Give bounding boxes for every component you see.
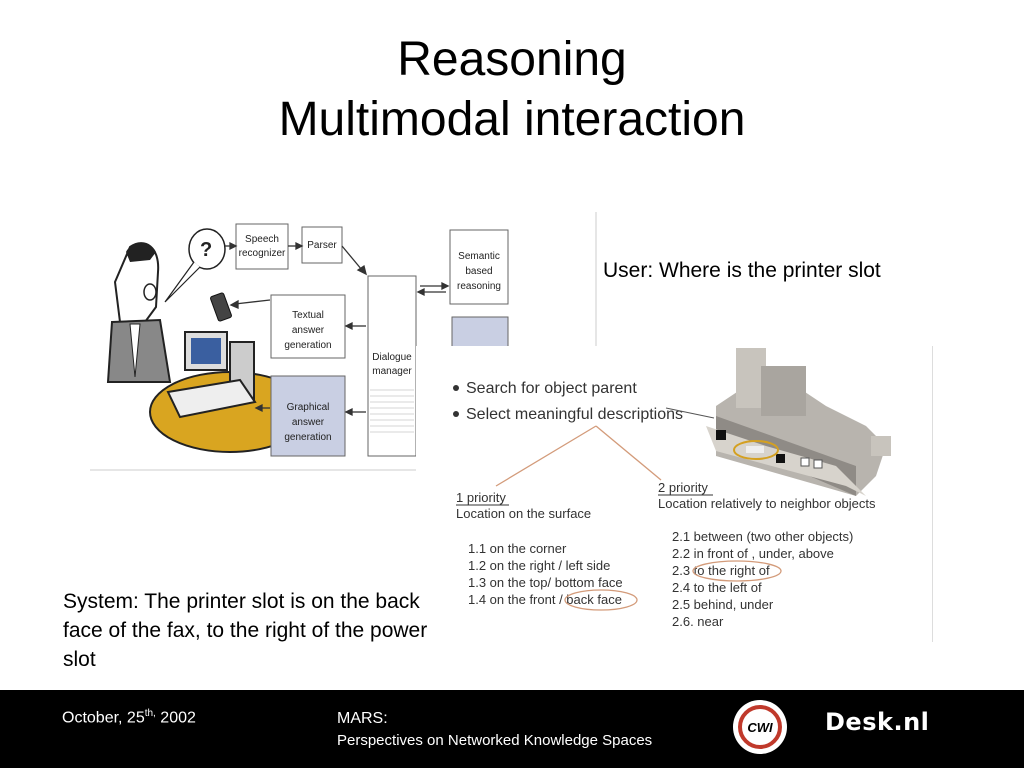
computer-icon xyxy=(149,331,311,453)
svg-text:reasoning: reasoning xyxy=(457,281,501,292)
highlight-circle xyxy=(692,560,782,582)
priority-2-item: 2.1 between (two other objects) xyxy=(672,529,853,544)
priority-1-item: 1.4 on the front / back face xyxy=(468,592,622,607)
priority-1-item: 1.3 on the top/ bottom face xyxy=(468,575,623,590)
svg-text:answer: answer xyxy=(292,325,325,336)
svg-text:manager: manager xyxy=(372,366,412,377)
priority-2-item: 2.4 to the left of xyxy=(672,580,762,595)
footer-date: October, 25th, 2002 xyxy=(62,708,196,727)
fax-machine-image xyxy=(706,348,891,496)
system-answer-text: System: The printer slot is on the back … xyxy=(63,590,428,671)
system-architecture-diagram: ? Speech recognizer Parser Semantic bas xyxy=(90,212,610,474)
svg-text:answer: answer xyxy=(292,417,325,428)
priority-1-item: 1.2 on the right / left side xyxy=(468,558,610,573)
speech-recognizer-box: Speech recognizer xyxy=(235,223,289,270)
svg-text:Parser: Parser xyxy=(307,240,337,251)
priority-2-item: 2.5 behind, under xyxy=(672,597,774,612)
svg-text:Semantic: Semantic xyxy=(458,251,500,262)
svg-text:Speech: Speech xyxy=(245,234,279,245)
priority-2-item: 2.2 in front of , under, above xyxy=(672,546,834,561)
priority-2-item: 2.6. near xyxy=(672,614,724,629)
footer-mars-subtitle: Perspectives on Networked Knowledge Spac… xyxy=(337,732,653,749)
priority-1-item: 1.1 on the corner xyxy=(468,541,567,556)
bullet-dot xyxy=(453,411,459,417)
user-figure xyxy=(106,242,172,383)
priority-2-item: 2.3 to the right of xyxy=(672,563,770,578)
user-query-text: User: Where is the printer slot xyxy=(603,259,881,282)
svg-text:generation: generation xyxy=(284,340,331,351)
svg-text:Graphical: Graphical xyxy=(287,402,330,413)
tree-lines xyxy=(495,425,662,487)
dialogue-box: Dialogue manager xyxy=(367,275,417,457)
svg-text:based: based xyxy=(465,266,492,277)
svg-text:generation: generation xyxy=(284,432,331,443)
priority-2-title: 2 priority xyxy=(658,480,708,495)
footer-mars-title: MARS: xyxy=(337,710,388,727)
bullet-dot xyxy=(453,385,459,391)
desk-nl-logo: Desk.nl xyxy=(825,708,930,736)
title-line-2: Multimodal interaction xyxy=(278,93,746,146)
slide-title: Reasoning Multimodal interaction xyxy=(0,30,1024,150)
priority-1-title: 1 priority xyxy=(456,490,506,505)
diagram-arrows xyxy=(225,241,450,417)
bullet-select: Select meaningful descriptions xyxy=(466,406,683,423)
bullet-search: Search for object parent xyxy=(466,380,637,397)
title-line-1: Reasoning xyxy=(397,33,627,86)
printer-slot-illustration: Search for object parent Select meaningf… xyxy=(416,346,933,642)
cwi-logo: CWI xyxy=(733,700,787,754)
parser-box: Parser xyxy=(301,226,343,264)
svg-text:Dialogue: Dialogue xyxy=(372,352,412,363)
footer-bar: October, 25th, 2002 MARS: Perspectives o… xyxy=(0,690,1024,768)
graphical-box: Graphical answer generation xyxy=(270,375,346,457)
highlight-circle xyxy=(564,589,638,611)
phone-icon xyxy=(210,292,232,322)
priority-2-subtitle: Location relatively to neighbor objects xyxy=(658,496,876,511)
textual-box: Textual answer generation xyxy=(270,294,346,359)
speech-bubble: ? xyxy=(164,228,226,303)
priority-1-subtitle: Location on the surface xyxy=(456,506,591,521)
footer-project: MARS: Perspectives on Networked Knowledg… xyxy=(337,708,652,752)
svg-text:recognizer: recognizer xyxy=(239,248,286,259)
question-mark: ? xyxy=(200,239,212,261)
svg-text:Textual: Textual xyxy=(292,310,324,321)
semantic-box: Semantic based reasoning xyxy=(449,229,509,305)
